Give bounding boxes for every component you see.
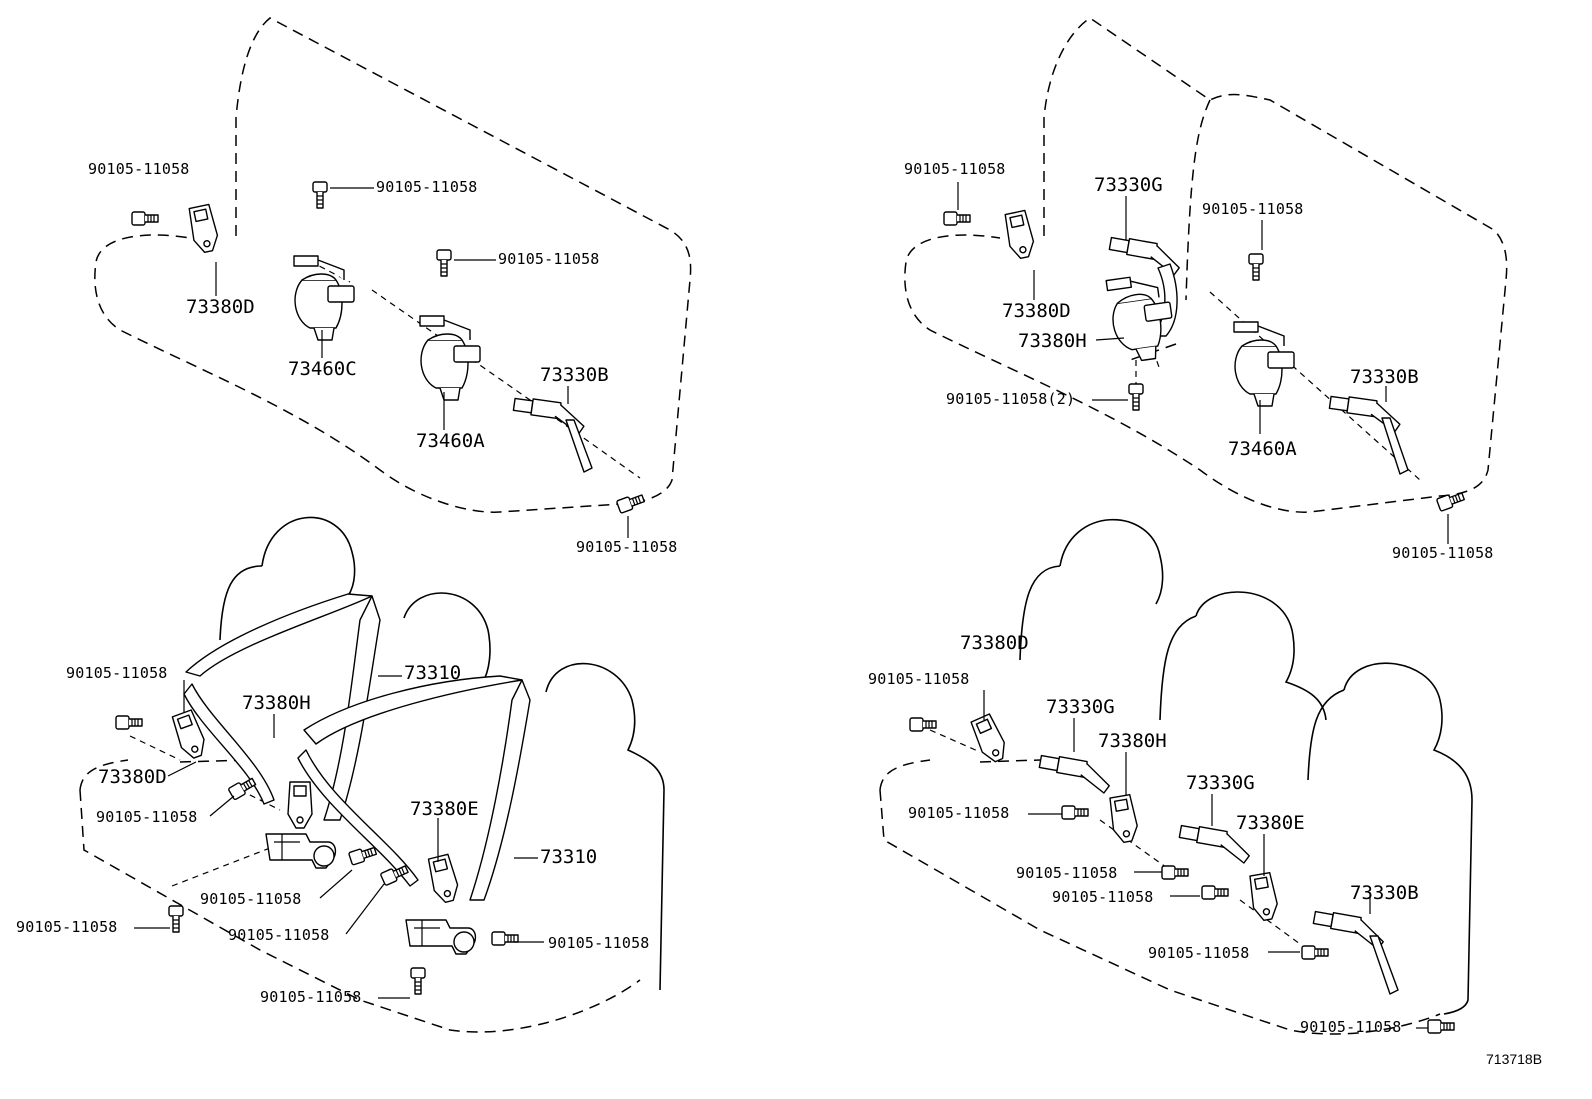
q3-bolt-label-1: 90105-11058 — [66, 664, 168, 682]
q1-bolt-label-1: 90105-11058 — [88, 160, 190, 178]
q3-bolt-label-7: 90105-11058 — [260, 988, 362, 1006]
q3-parts — [115, 593, 531, 995]
q2-part-label-2: 73380D — [1002, 300, 1071, 322]
q1-bolt-label-4: 90105-11058 — [576, 538, 678, 556]
q1-bolt-label-3: 90105-11058 — [498, 250, 600, 268]
q4-bolt-label-5: 90105-11058 — [1148, 944, 1250, 962]
q3-part-label-4: 73380E — [410, 798, 479, 820]
q1-part-label-1: 73380D — [186, 296, 255, 318]
q4-bolt-label-3: 90105-11058 — [1016, 864, 1118, 882]
q3-bolt-label-5: 90105-11058 — [228, 926, 330, 944]
q2-leaders — [957, 182, 1449, 544]
q1-part-label-2: 73460C — [288, 358, 357, 380]
diagram-code-label: 713718B — [1486, 1051, 1543, 1067]
q2-seat-outline — [904, 17, 1508, 513]
q1-seat-cushion-outline — [94, 17, 692, 513]
q4-part-label-4: 73330G — [1186, 772, 1255, 794]
q3-bolt-label-3: 90105-11058 — [200, 890, 302, 908]
q3-leaders — [134, 675, 544, 999]
q2-part-label-1: 73330G — [1094, 174, 1163, 196]
q2-bolt-label-3: 90105-11058(2) — [946, 390, 1076, 408]
q2-part-label-5: 73460A — [1228, 438, 1297, 460]
q4-bolt-label-1: 90105-11058 — [868, 670, 970, 688]
q2-parts — [943, 209, 1467, 513]
q2-part-label-3: 73380H — [1018, 330, 1087, 352]
q3-seat-outline — [79, 516, 665, 1033]
q1-leaders — [215, 187, 629, 538]
q3-part-label-2: 73380H — [242, 692, 311, 714]
q2-bolt-label-2: 90105-11058 — [1202, 200, 1304, 218]
q4-bolt-label-2: 90105-11058 — [908, 804, 1010, 822]
q3-part-label-5: 73310 — [540, 846, 598, 868]
q4-part-label-2: 73330G — [1046, 696, 1115, 718]
q4-bolt-label-6: 90105-11058 — [1300, 1018, 1402, 1036]
q3-bolt-label-6: 90105-11058 — [548, 934, 650, 952]
q3-bolt-label-2: 90105-11058 — [96, 808, 198, 826]
q4-seat-outline — [879, 518, 1473, 1035]
q1-bolt-label-2: 90105-11058 — [376, 178, 478, 196]
q3-bolt-label-4: 90105-11058 — [16, 918, 118, 936]
q4-part-label-3: 73380H — [1098, 730, 1167, 752]
q1-parts — [131, 181, 647, 515]
q4-part-label-1: 73380D — [960, 632, 1029, 654]
q2-bolt-label-1: 90105-11058 — [904, 160, 1006, 178]
q4-leaders — [983, 690, 1428, 1029]
q2-part-label-4: 73330B — [1350, 366, 1419, 388]
q4-parts — [909, 712, 1455, 1034]
q3-part-label-1: 73310 — [404, 662, 462, 684]
q4-part-label-5: 73380E — [1236, 812, 1305, 834]
q3-part-label-3: 73380D — [98, 766, 167, 788]
q4-bolt-label-4: 90105-11058 — [1052, 888, 1154, 906]
q4-part-label-6: 73330B — [1350, 882, 1419, 904]
q1-part-label-3: 73460A — [416, 430, 485, 452]
q2-bolt-label-4: 90105-11058 — [1392, 544, 1494, 562]
q1-part-label-4: 73330B — [540, 364, 609, 386]
